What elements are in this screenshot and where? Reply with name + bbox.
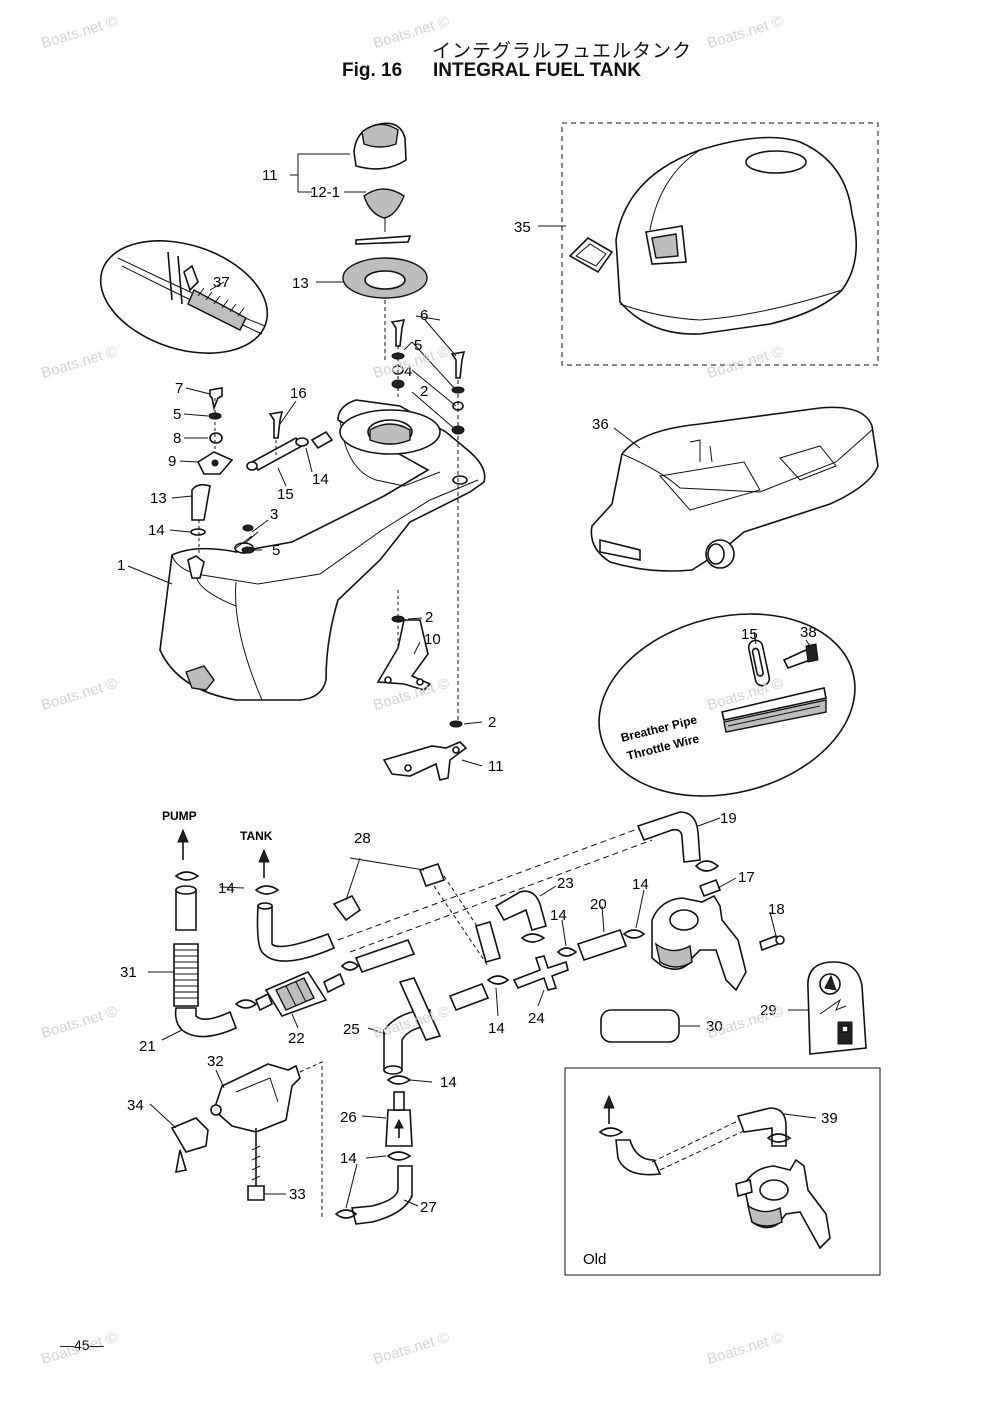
page-number: —45— [60,1337,104,1353]
callout-9: 9 [168,453,176,470]
callout-32: 31 [120,964,137,981]
label-pump: PUMP [162,809,197,823]
bottom-cowling [590,406,879,572]
callout-5c: 5 [414,337,422,354]
callout-16b: 15 [741,626,758,643]
callout-22: 21 [139,1038,156,1055]
callout-35: 34 [127,1097,144,1114]
callout-8: 8 [173,430,181,447]
callout-2a: 2 [420,383,428,400]
callout-15c: 14 [632,876,649,893]
callout-17: 16 [290,385,307,402]
callout-33: 32 [207,1053,224,1070]
title-japanese: インテグラルフュエルタンク [432,40,693,62]
callout-2c: 2 [488,714,496,731]
callout-3: 3 [270,506,278,523]
callout-15g: 14 [440,1074,457,1091]
callout-37: 36 [592,416,609,433]
callout-24: 23 [557,875,574,892]
callout-20: 19 [720,810,737,827]
callout-27: 26 [340,1109,357,1126]
callout-16: 15 [277,486,294,503]
callout-6: 6 [420,307,428,324]
detail-circle-38 [99,240,269,354]
callout-39: 38 [800,624,817,641]
callout-numbers: 11 12-1 13 37 35 36 7 5 8 9 13 14 1 16 1… [117,167,838,1216]
leader-lines [127,153,817,1209]
callout-10: 10 [424,631,441,648]
callout-26: 25 [343,1021,360,1038]
callout-30: 29 [760,1002,777,1019]
callout-15b: 14 [312,471,329,488]
figure-label: Fig. 16 [342,60,403,81]
callout-40: 39 [821,1110,838,1127]
callout-15f: 14 [218,880,235,897]
callout-38: 37 [213,274,230,291]
title-english: INTEGRAL FUEL TANK [433,60,641,81]
callout-13: 13 [292,275,309,292]
callout-11: 11 [488,758,504,775]
label-old: Old [583,1251,606,1268]
label-tank: TANK [240,829,273,843]
callout-2b: 2 [425,609,433,626]
mount-screws [390,319,466,728]
fuel-tank-body [159,399,486,701]
top-cowling [561,122,879,366]
callout-12: 11 [262,167,278,184]
callout-23: 22 [288,1030,305,1047]
callout-5b: 5 [272,542,280,559]
callout-19: 18 [768,901,785,918]
callout-5a: 5 [173,406,181,423]
callout-14: 13 [150,490,167,507]
callout-4: 4 [404,363,412,380]
vent-screw-stack [190,387,234,555]
callout-18: 17 [738,869,755,886]
callout-1: 1 [117,557,125,574]
callout-15a: 14 [148,522,165,539]
fuel-line-section: PUMP TANK [162,809,867,1225]
callout-15d: 14 [550,907,567,924]
bracket-10 [376,619,432,691]
callout-29: 28 [354,830,371,847]
callout-15h: 14 [340,1150,357,1167]
callout-12-1: 12-1 [310,184,340,201]
callout-25: 24 [528,1010,545,1027]
fuel-cap-part [342,122,428,360]
callout-21: 20 [590,896,607,913]
callout-7: 7 [175,380,183,397]
old-type-detail: Old [564,1067,881,1276]
callout-15e: 14 [488,1020,505,1037]
breather-fitting-parts [235,411,334,554]
callout-36: 35 [514,219,531,236]
callout-31: 30 [706,1018,723,1035]
callout-28: 27 [420,1199,437,1216]
bracket-11 [382,741,468,781]
callout-34: 33 [289,1186,306,1203]
